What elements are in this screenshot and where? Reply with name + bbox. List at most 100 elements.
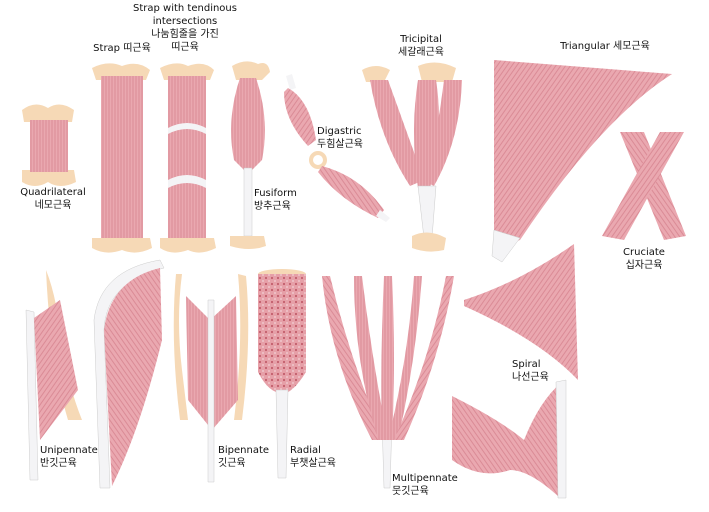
strap-tendinous-muscle-shape [160, 63, 216, 253]
label-en: Triangular [560, 41, 610, 52]
muscle-lower [452, 382, 562, 498]
triangular-muscle-shape [491, 60, 672, 263]
bone-top [160, 63, 214, 80]
muscle-slip [381, 276, 394, 440]
muscle-belly [30, 120, 68, 172]
radial-muscle-shape [258, 269, 306, 479]
label-ko: 부챗살근육 [290, 458, 336, 469]
strap-muscle-shape [92, 63, 152, 253]
tendon [491, 229, 521, 263]
label-en-line1: Strap with tendinous [133, 3, 237, 14]
muscle-upper [464, 244, 578, 380]
bone-top-right [418, 62, 456, 82]
muscle-belly [258, 274, 306, 392]
muscle-belly [168, 76, 206, 238]
label-en: Strap [93, 43, 121, 54]
label-ko: 깃근육 [218, 458, 246, 469]
bone-bottom [22, 170, 76, 186]
tendon [555, 379, 567, 499]
digastric-muscle-shape [284, 74, 390, 222]
label-strap-tendinous: Strap with tendinous intersections 나눔힘줄을… [130, 2, 240, 54]
bone-right [234, 274, 249, 420]
label-ko: 십자근육 [625, 260, 663, 271]
bone-left [173, 274, 188, 420]
label-tricipital: Tricipital 세갈래근육 [386, 33, 456, 59]
muscle-belly [104, 268, 162, 486]
bone-bottom [230, 236, 266, 249]
label-en: Quadrilateral [20, 187, 86, 198]
muscle-belly-lower [318, 166, 384, 218]
multipennate-muscle-shape [322, 276, 454, 489]
label-ko: 세갈래근육 [398, 47, 444, 58]
quadrilateral-muscle-shape [22, 104, 76, 186]
spiral-muscle-shape [452, 244, 578, 499]
bone-bottom [412, 232, 446, 252]
tendinous-intersection [168, 123, 206, 134]
tendinous-intersection [168, 175, 206, 188]
tendon [25, 309, 39, 481]
pulley-loop [309, 151, 327, 169]
tendon [243, 167, 253, 237]
bone-top [92, 63, 150, 80]
tendon [275, 389, 289, 479]
label-fusiform: Fusiform 방추근육 [254, 187, 297, 213]
label-ko: 나선근육 [512, 372, 549, 383]
muscle-belly-upper [284, 88, 316, 146]
unipennate-muscle-shape [25, 270, 82, 481]
label-ko: 띠근육 [123, 43, 151, 54]
label-en: Cruciate [623, 247, 665, 258]
label-en: Digastric [317, 126, 362, 137]
muscle-head-left [370, 80, 424, 186]
label-triangular: Triangular 세모근육 [540, 40, 670, 53]
unipennate-muscle-shape-large [93, 259, 165, 489]
tendon [417, 185, 437, 239]
label-ko: 뭇깃근육 [392, 486, 429, 497]
tendon-bottom [376, 210, 390, 222]
label-radial: Radial 부챗살근육 [290, 444, 336, 470]
label-unipennate: Unipennate 반깃근육 [40, 444, 98, 470]
fusiform-muscle-shape [230, 61, 270, 249]
muscle-slip [388, 276, 422, 440]
tendon-top [286, 74, 296, 90]
label-spiral: Spiral 나선근육 [512, 358, 549, 384]
label-ko: 반깃근육 [40, 458, 77, 469]
bone-top-left [362, 66, 390, 82]
label-en: Tricipital [400, 34, 442, 45]
label-en: Multipennate [392, 473, 458, 484]
muscle-belly [34, 300, 78, 440]
muscle-slip [354, 276, 388, 440]
label-ko: 두힘살근육 [317, 139, 363, 150]
label-quadrilateral: Quadrilateral 네모근육 [16, 186, 90, 212]
label-digastric: Digastric 두힘살근육 [317, 125, 363, 151]
label-en: Unipennate [40, 445, 98, 456]
label-ko-line1: 나눔힘줄을 가진 [151, 29, 219, 40]
cruciate-muscle-shape [602, 132, 686, 240]
muscle-belly [101, 76, 143, 238]
bone-top [232, 61, 270, 80]
label-ko-line2: 띠근육 [171, 42, 199, 53]
muscle-head-right [426, 80, 462, 186]
bipennate-muscle-shape [173, 274, 249, 483]
label-en-line2: intersections [152, 16, 218, 27]
label-en: Spiral [512, 359, 541, 370]
tricipital-muscle-shape [362, 62, 462, 252]
tendon [207, 299, 215, 483]
muscle-band-2 [602, 132, 684, 240]
label-en: Radial [290, 445, 321, 456]
tendon [93, 259, 165, 489]
muscle-belly [494, 60, 672, 250]
label-strap: Strap 띠근육 [84, 42, 160, 55]
label-ko: 방추근육 [254, 201, 291, 212]
label-ko: 세모근육 [613, 41, 650, 52]
label-multipennate: Multipennate 뭇깃근육 [392, 472, 458, 498]
bone-top [22, 104, 74, 122]
muscle-belly [231, 78, 265, 170]
label-cruciate: Cruciate 십자근육 [608, 246, 680, 272]
label-ko: 네모근육 [34, 200, 72, 211]
bone-bottom [160, 238, 216, 253]
label-en: Bipennate [218, 445, 270, 456]
label-en: Fusiform [254, 188, 297, 199]
muscle-slip [394, 276, 454, 440]
bone-bottom [92, 238, 152, 253]
